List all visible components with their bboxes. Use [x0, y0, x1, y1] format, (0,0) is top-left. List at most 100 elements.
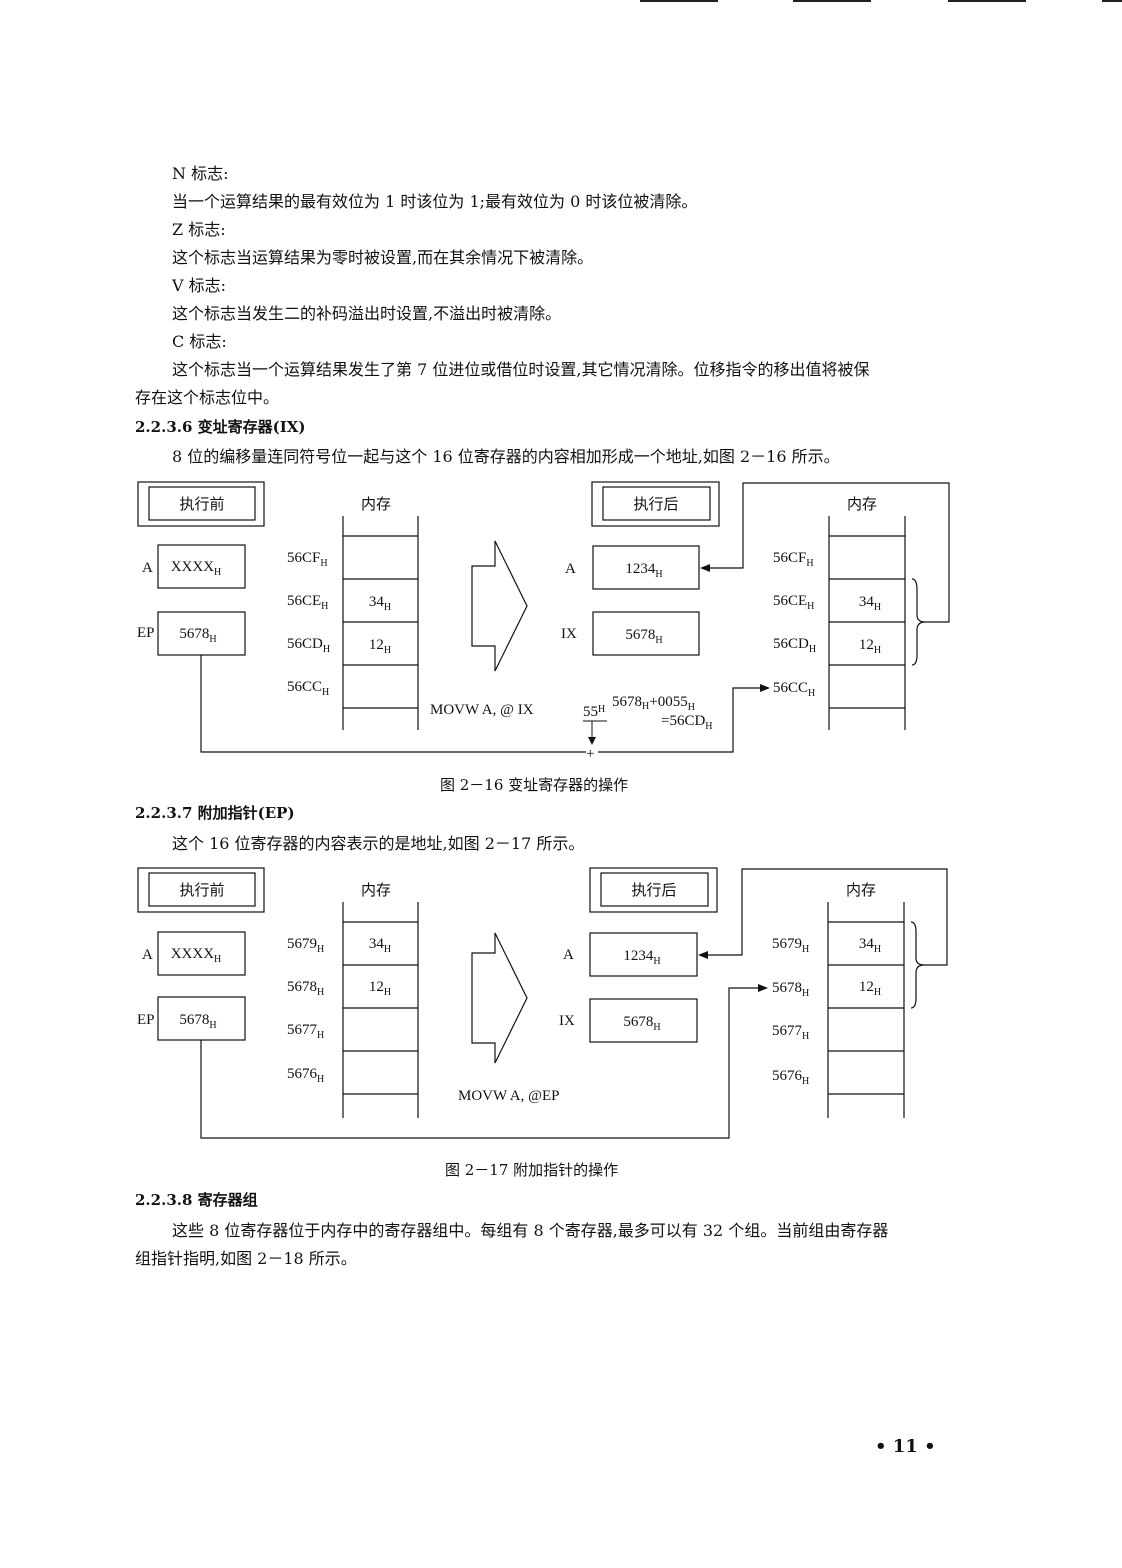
memory-value: 34 [859, 594, 875, 610]
hex-suffix: H [209, 1020, 216, 1031]
before-label: 执行前 [179, 496, 224, 513]
hex-suffix: H [320, 558, 327, 569]
section-heading-2237: 2.2.3.7 附加指针(EP) [135, 804, 295, 822]
hex-suffix: H [802, 1031, 809, 1042]
section-heading-2238: 2.2.3.8 寄存器组 [135, 1191, 258, 1209]
svg-text:5678H: 5678H [287, 979, 324, 998]
arrowhead-icon [758, 984, 768, 992]
before-box-inner [148, 486, 256, 521]
hex-suffix: H [384, 645, 391, 656]
svg-text:34H: 34H [369, 936, 391, 955]
ep-path-line [200, 655, 586, 753]
after-box-inner [602, 486, 711, 521]
svg-text:55H: 55H [583, 704, 605, 720]
memory-value: 34 [859, 936, 875, 952]
hex-suffix: H [653, 956, 660, 967]
svg-text:1234H: 1234H [625, 561, 662, 580]
after-box-inner [600, 872, 709, 907]
reg-a-after-value: 1234 [623, 948, 654, 964]
svg-text:12H: 12H [369, 979, 391, 998]
hex-suffix: H [653, 1022, 660, 1033]
hex-suffix: H [317, 987, 324, 998]
hex-suffix: H [688, 702, 695, 713]
figure-2-16-caption: 图 2－16 变址寄存器的操作 [440, 776, 629, 794]
top-rule-4 [1102, 0, 1122, 2]
memory-address: 5678 [772, 980, 802, 996]
hex-suffix: H [655, 569, 662, 580]
adder-plus-icon: + [586, 746, 594, 762]
memory-address: 5676 [772, 1068, 803, 1084]
arrowhead-icon [700, 564, 710, 572]
before-box-outer [137, 867, 265, 913]
memory-value: 12 [369, 637, 384, 653]
section-text-2238-line2: 组指针指明,如图 2－18 所示。 [135, 1249, 357, 1268]
execution-arrow-icon [471, 540, 528, 672]
svg-text:34H: 34H [859, 594, 881, 613]
hex-suffix: H [642, 701, 649, 712]
reg-a-after-box [592, 545, 700, 590]
instruction-text: MOVW A, @EP [458, 1088, 559, 1104]
svg-text:5677H: 5677H [287, 1022, 324, 1041]
text-line-v-flag: V 标志: [172, 276, 227, 295]
calc-base: 5678 [612, 694, 642, 710]
memory-value: 12 [859, 637, 874, 653]
section-text-2237: 这个 16 位寄存器的内容表示的是地址,如图 2－17 所示。 [172, 834, 585, 853]
svg-text:5676H: 5676H [287, 1066, 324, 1085]
svg-text:56CEH: 56CEH [287, 593, 328, 612]
reg-a-label: A [565, 561, 576, 577]
top-rule-3 [948, 0, 1026, 2]
text-line: 这个标志当运算结果为零时被设置,而在其余情况下被清除。 [172, 248, 594, 267]
text-line: 当一个运算结果的最有效位为 1 时该位为 1;最有效位为 0 时该位被清除。 [172, 192, 698, 211]
memory-address: 56CE [287, 593, 321, 609]
memory-address: 56CF [287, 550, 320, 566]
svg-text:5679H: 5679H [287, 936, 324, 955]
hex-suffix: H [214, 954, 221, 965]
hex-suffix: H [384, 944, 391, 955]
ep-path-line [200, 987, 762, 1139]
memory-address: 56CC [287, 679, 322, 695]
hex-suffix: H [321, 601, 328, 612]
memory-value: 12 [369, 979, 384, 995]
figure-2-16: 执行前 A XXXXH EP 5678H 内存 56CFH 56CEH 56CD… [137, 481, 950, 762]
svg-text:56CDH: 56CDH [287, 636, 330, 655]
reg-ix-box [592, 611, 700, 656]
hex-suffix: H [808, 688, 815, 699]
memory-address: 56CE [773, 593, 807, 609]
memory-label-left: 内存 [361, 882, 391, 899]
svg-text:1234H: 1234H [623, 948, 660, 967]
hex-suffix: H [874, 602, 881, 613]
top-rule-1 [640, 0, 718, 2]
svg-text:12H: 12H [859, 637, 881, 656]
reg-a-box [157, 931, 246, 976]
arrowhead-icon [698, 951, 708, 959]
memory-address: 5676 [287, 1066, 318, 1082]
hex-suffix: H [806, 558, 813, 569]
memory-address: 56CD [773, 636, 809, 652]
memory-label-right: 内存 [847, 496, 877, 513]
hex-suffix: H [802, 1076, 809, 1087]
memory-address: 5678 [287, 979, 317, 995]
svg-text:34H: 34H [859, 936, 881, 955]
hex-suffix: H [322, 687, 329, 698]
svg-text:5677H: 5677H [772, 1023, 809, 1042]
reg-a-after-value: 1234 [625, 561, 656, 577]
svg-text:5679H: 5679H [772, 936, 809, 955]
hex-suffix: H [655, 635, 662, 646]
svg-text:5676H: 5676H [772, 1068, 809, 1087]
reg-ep-value: 5678 [179, 626, 209, 642]
calc-offset: +0055 [649, 694, 687, 710]
reg-ix-value: 5678 [623, 1014, 653, 1030]
hex-suffix: H [317, 1074, 324, 1085]
svg-text:5678H+0055H: 5678H+0055H [612, 694, 695, 713]
section-heading-2236: 2.2.3.6 变址寄存器(IX) [135, 418, 306, 436]
after-label: 执行后 [631, 882, 676, 899]
svg-text:5678H: 5678H [179, 1012, 216, 1031]
text-line-n-flag: N 标志: [172, 164, 229, 183]
svg-text:56CFH: 56CFH [773, 550, 814, 569]
memory-address: 5677 [287, 1022, 318, 1038]
hex-suffix: H [809, 644, 816, 655]
hex-suffix: H [874, 645, 881, 656]
reg-a-value: XXXX [171, 946, 214, 962]
result-path-line [598, 687, 764, 753]
after-label: 执行后 [633, 496, 678, 513]
